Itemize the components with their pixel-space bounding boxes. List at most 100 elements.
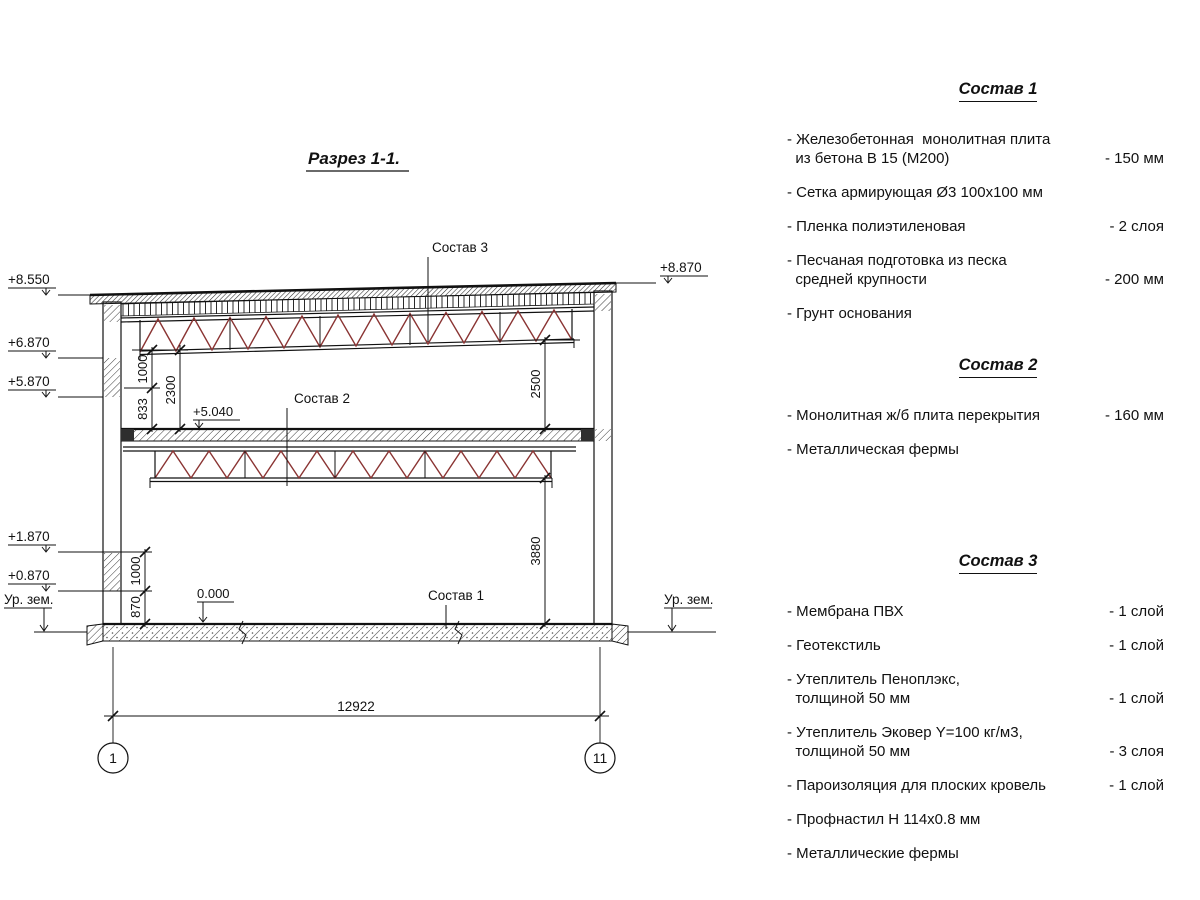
material-item: - Сетка армирующая Ø3 100х100 мм <box>787 183 1164 202</box>
elevation-mark-8870: +8.870 <box>616 260 708 284</box>
elevation-text: +6.870 <box>8 335 50 350</box>
axis-label-1: 1 <box>109 750 117 766</box>
material-name: - Сетка армирующая Ø3 100х100 мм <box>787 184 1043 201</box>
dim-total-width: 12922 <box>337 699 375 714</box>
ground-level-text: Ур. зем. <box>664 592 714 607</box>
material-item: - Железобетонная монолитная плита из бет… <box>787 130 1164 168</box>
elevation-mark-5870: +5.870 <box>8 374 103 398</box>
material-name: - Песчаная подготовка из песка средней к… <box>787 252 1007 288</box>
elevation-marks-right: +8.870 Ур. зем. <box>616 260 714 632</box>
axis-bubble-1: 1 <box>97 742 129 774</box>
elevation-text: +0.870 <box>8 568 50 583</box>
callout-sostav-3: Состав 3 <box>427 240 488 342</box>
material-value: - 1 слой <box>1109 603 1164 620</box>
dim-1000-lower: 1000 <box>128 557 143 586</box>
ground-level-text: Ур. зем. <box>4 592 54 607</box>
material-value: - 160 мм <box>1105 407 1164 424</box>
dim-2300: 2300 <box>163 376 178 405</box>
material-value: - 2 слоя <box>1109 218 1164 235</box>
ground-level-mark-left: Ур. зем. <box>4 592 54 632</box>
material-item: - Пленка полиэтиленовая - 2 слоя <box>787 217 1164 236</box>
callouts: Состав 3 Состав 2 Состав 1 <box>286 240 488 629</box>
floor-slab <box>34 620 716 646</box>
walls <box>102 290 613 625</box>
level-5040: +5.040 <box>193 404 240 429</box>
roof-slab <box>89 281 617 317</box>
material-name: - Пароизоляция для плоских кровель <box>787 777 1046 794</box>
roof-decking <box>120 291 595 317</box>
dimension-chains: 1000 833 2300 1000 870 2500 3880 <box>124 334 580 630</box>
sostav-2-title: Состав 2 <box>958 356 1038 378</box>
elevation-mark-8550: +8.550 <box>8 272 90 296</box>
foundation-left <box>86 623 104 646</box>
callout-sostav-2: Состав 2 <box>286 391 350 486</box>
break-mark <box>238 620 247 645</box>
material-item: - Геотекстиль - 1 слой <box>787 636 1164 655</box>
elevation-mark-0870: +0.870 <box>8 568 152 592</box>
material-item: - Металлическая фермы <box>787 440 1164 459</box>
elevation-marks-left: +8.550 +6.870 +5.870 +1.87 <box>4 272 152 632</box>
level-text: +5.040 <box>193 404 233 419</box>
upper-truss <box>120 306 595 360</box>
material-value: - 1 слой <box>1109 777 1164 794</box>
level-text: 0.000 <box>197 586 230 601</box>
elevation-text: +8.550 <box>8 272 50 287</box>
material-item: - Грунт основания <box>787 304 1164 323</box>
drawing-title: Разрез 1-1. <box>306 149 409 172</box>
elevation-text: +5.870 <box>8 374 50 389</box>
section-drawing: Разрез 1-1. <box>4 149 716 774</box>
interior-levels: +5.040 0.000 <box>193 404 240 623</box>
material-name: - Грунт основания <box>787 305 912 322</box>
material-name: - Железобетонная монолитная плита из бет… <box>787 131 1051 167</box>
break-mark <box>454 620 463 645</box>
material-value: - 150 мм <box>1105 150 1164 167</box>
material-name: - Геотекстиль <box>787 637 881 654</box>
material-value: - 1 слой <box>1109 637 1164 654</box>
lower-truss <box>123 446 576 488</box>
dim-3880: 3880 <box>528 537 543 566</box>
dim-1000-upper: 1000 <box>135 355 150 384</box>
elevation-mark-6870: +6.870 <box>8 335 103 359</box>
material-name: - Пленка полиэтиленовая <box>787 218 966 235</box>
right-wall <box>593 290 613 625</box>
level-0000: 0.000 <box>197 586 234 623</box>
axis-bubble-11: 11 <box>584 742 616 774</box>
sostav-1-title: Состав 1 <box>958 80 1038 102</box>
callout-text: Состав 1 <box>428 588 484 603</box>
material-item: - Профнастил Н 114х0.8 мм <box>787 810 1164 829</box>
drawing-title-text: Разрез 1-1. <box>308 149 400 168</box>
axis-label-11: 11 <box>593 750 608 766</box>
middle-slab <box>120 427 595 442</box>
sostav-2-section: Состав 2 - Монолитная ж/б плита перекрыт… <box>780 356 1178 474</box>
material-item: - Пароизоляция для плоских кровель - 1 с… <box>787 776 1164 795</box>
elevation-mark-1870: +1.870 <box>8 529 152 553</box>
material-name: - Утеплитель Эковер Y=100 кг/м3, толщино… <box>787 724 1023 760</box>
dim-2500: 2500 <box>528 370 543 399</box>
material-item: - Монолитная ж/б плита перекрытия - 160 … <box>787 406 1164 425</box>
material-name: - Мембрана ПВХ <box>787 603 904 620</box>
dim-833: 833 <box>135 398 150 420</box>
lower-truss-web <box>154 449 552 480</box>
sostav-1-section: Состав 1 - Железобетонная монолитная пли… <box>780 80 1178 338</box>
material-item: - Металлические фермы <box>787 844 1164 863</box>
material-value: - 3 слоя <box>1109 743 1164 760</box>
sostav-3-section: Состав 3 - Мембрана ПВХ - 1 слой - Геоте… <box>780 552 1178 878</box>
callout-text: Состав 2 <box>294 391 350 406</box>
materials-panel: Состав 1 - Железобетонная монолитная пли… <box>780 0 1178 900</box>
material-item: - Песчаная подготовка из песка средней к… <box>787 251 1164 289</box>
material-value: - 1 слой <box>1109 690 1164 707</box>
material-name: - Утеплитель Пеноплэкс, толщиной 50 мм <box>787 671 960 707</box>
material-name: - Металлическая фермы <box>787 441 959 458</box>
bottom-dimension: 12922 1 11 <box>97 647 616 774</box>
ground-level-mark-right: Ур. зем. <box>664 592 714 632</box>
material-item: - Утеплитель Эковер Y=100 кг/м3, толщино… <box>787 723 1164 761</box>
material-name: - Монолитная ж/б плита перекрытия <box>787 407 1041 424</box>
material-name: - Металлические фермы <box>787 845 959 862</box>
callout-sostav-1: Состав 1 <box>428 588 484 629</box>
foundation-right <box>611 623 629 646</box>
material-value: - 200 мм <box>1105 271 1164 288</box>
dim-870: 870 <box>128 596 143 618</box>
material-item: - Мембрана ПВХ - 1 слой <box>787 602 1164 621</box>
elevation-text: +1.870 <box>8 529 50 544</box>
